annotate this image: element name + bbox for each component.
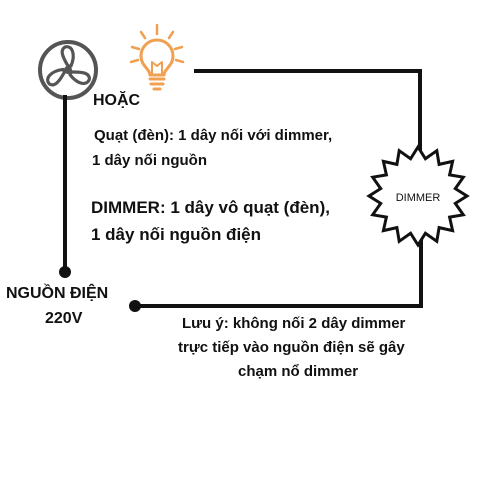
fan-icon [38,40,98,100]
fan-note-line-1: Quạt (đèn): 1 dây nối với dimmer, [94,127,333,144]
dimmer-note-line-2: 1 dây nối nguồn điện [91,225,261,244]
light-bulb-icon [129,23,185,91]
fan-note-line-2: 1 dây nối nguồn [92,152,207,169]
dimmer-note-line-1: DIMMER: 1 dây vô quạt (đèn), [91,198,330,217]
wire-dimmer-to-power [133,236,423,308]
power-terminal [59,266,71,278]
power-label-line-1: NGUỒN ĐIỆN [6,285,109,302]
or-label: HOẶC [93,92,141,109]
dimmer-label: DIMMER [396,192,441,204]
dimmer-terminal [129,300,141,312]
dimmer-starburst [366,144,470,248]
wire-bulb-to-dimmer [194,69,422,154]
warning-line-2: trực tiếp vào nguồn điện sẽ gây [178,339,405,356]
warning-line-1: Lưu ý: không nối 2 dây dimmer [182,315,406,332]
warning-line-3: chạm nổ dimmer [238,363,359,380]
power-label-line-2: 220V [45,310,83,327]
